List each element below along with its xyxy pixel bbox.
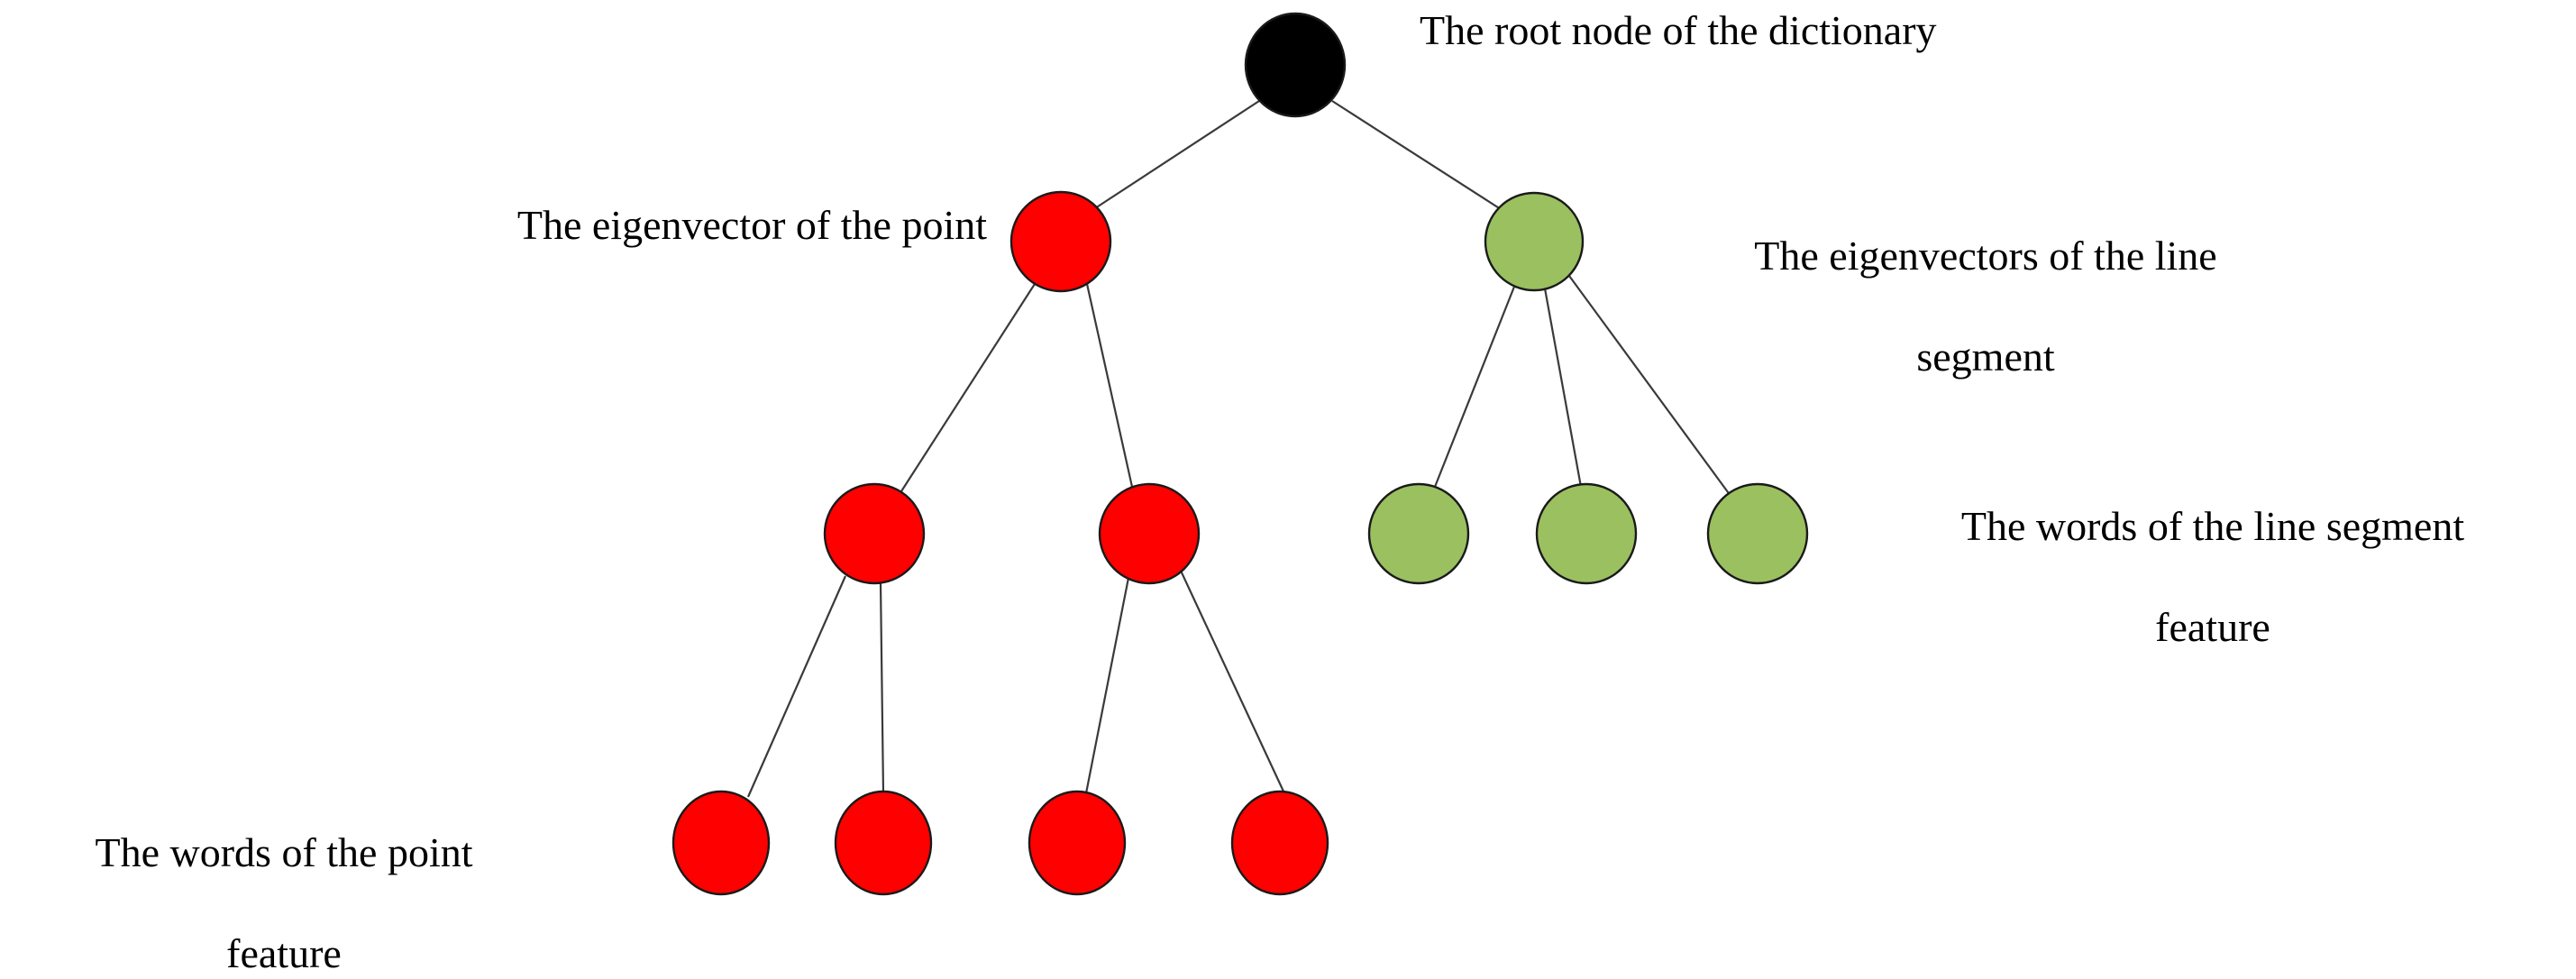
edges-layer bbox=[746, 100, 1731, 798]
tree-graphic bbox=[671, 12, 1809, 896]
line-segment-words-label: The words of the line segment feature bbox=[1852, 451, 2573, 653]
point-words-label-line2: feature bbox=[226, 930, 342, 977]
edge-point-to-subnode-left bbox=[900, 283, 1036, 492]
edge-line-to-word-2 bbox=[1543, 288, 1583, 488]
edge-subnode-left-to-word-1 bbox=[746, 575, 847, 798]
line-segment-eigenvector-label: The eigenvectors of the line segment bbox=[1657, 180, 2315, 382]
line-segment-word-node-1[interactable] bbox=[1367, 482, 1470, 585]
line-segment-eigenvector-node[interactable] bbox=[1484, 191, 1585, 292]
point-word-node-2[interactable] bbox=[834, 790, 933, 896]
point-subnode-left[interactable] bbox=[823, 482, 926, 585]
point-words-label: The words of the point feature bbox=[9, 777, 559, 979]
edge-point-to-subnode-right bbox=[1085, 283, 1134, 488]
point-word-node-3[interactable] bbox=[1028, 790, 1127, 896]
root-label: The root node of the dictionary bbox=[1420, 7, 1937, 53]
diagram-canvas: The root node of the dictionary The eige… bbox=[95, 7, 2573, 977]
line-segment-words-label-line2: feature bbox=[2155, 604, 2270, 651]
edge-subnode-right-to-word-3 bbox=[1084, 577, 1130, 794]
edge-line-to-word-1 bbox=[1433, 286, 1516, 488]
line-segment-word-node-3[interactable] bbox=[1706, 482, 1809, 585]
point-words-label-line1: The words of the point bbox=[95, 829, 473, 876]
point-eigenvector-node[interactable] bbox=[1009, 190, 1112, 293]
edge-root-to-line-segment bbox=[1331, 100, 1504, 212]
point-eigenvector-label: The eigenvector of the point bbox=[516, 202, 987, 248]
point-subnode-right[interactable] bbox=[1098, 482, 1201, 585]
edge-root-to-point bbox=[1092, 100, 1260, 211]
point-word-node-4[interactable] bbox=[1230, 790, 1329, 896]
line-segment-eigenvector-label-line2: segment bbox=[1916, 334, 2055, 380]
line-segment-eigenvector-label-line1: The eigenvectors of the line bbox=[1754, 233, 2217, 279]
point-word-node-1[interactable] bbox=[671, 790, 771, 896]
edge-subnode-right-to-word-4 bbox=[1180, 570, 1285, 794]
nodes-layer bbox=[671, 12, 1809, 896]
edge-line-to-word-3 bbox=[1568, 275, 1731, 497]
edge-subnode-left-to-word-2 bbox=[879, 581, 885, 794]
line-segment-words-label-line1: The words of the line segment bbox=[1960, 503, 2465, 550]
line-segment-word-node-2[interactable] bbox=[1535, 482, 1638, 585]
root-node[interactable] bbox=[1244, 12, 1347, 118]
